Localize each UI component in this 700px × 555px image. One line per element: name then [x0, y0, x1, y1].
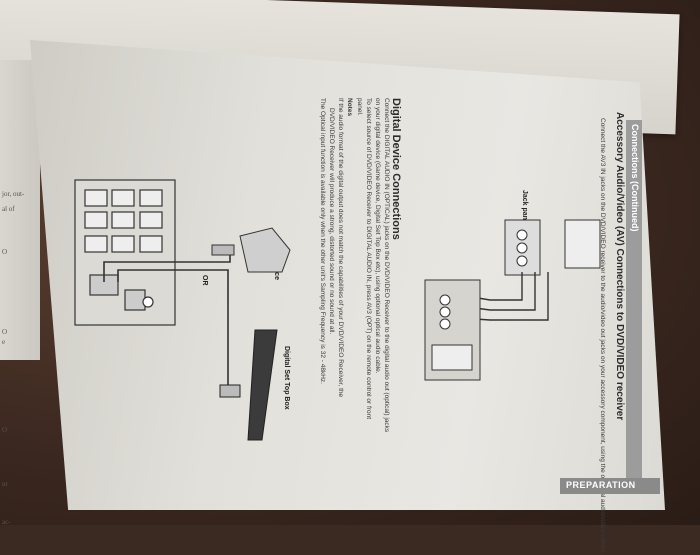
left-edge-text: ur: [2, 480, 8, 488]
preparation-label: PREPARATION: [566, 480, 636, 490]
receiver-av-panel: [424, 279, 481, 381]
accessory-jack-panel: [504, 219, 601, 276]
receiver-panel: [74, 179, 176, 326]
left-edge-text: O: [2, 426, 8, 434]
diagram-svg: [74, 179, 601, 441]
preparation-tab: [560, 478, 660, 494]
left-edge-text: O: [2, 328, 8, 336]
header-bar: [626, 120, 642, 490]
set-top-box: [219, 329, 278, 441]
left-edge-text: jor, out-: [2, 190, 25, 198]
left-edge-text: al of: [2, 205, 15, 213]
left-edge-text: ac-: [2, 518, 11, 526]
left-edge-text: e: [2, 338, 6, 346]
optical-cables: [103, 252, 231, 392]
left-page-edge: jor, out- al of O O e O ur ac-: [0, 60, 40, 526]
game-device: [211, 227, 291, 273]
left-edge-text: O: [2, 248, 8, 256]
speaker-terminals: [84, 189, 163, 253]
